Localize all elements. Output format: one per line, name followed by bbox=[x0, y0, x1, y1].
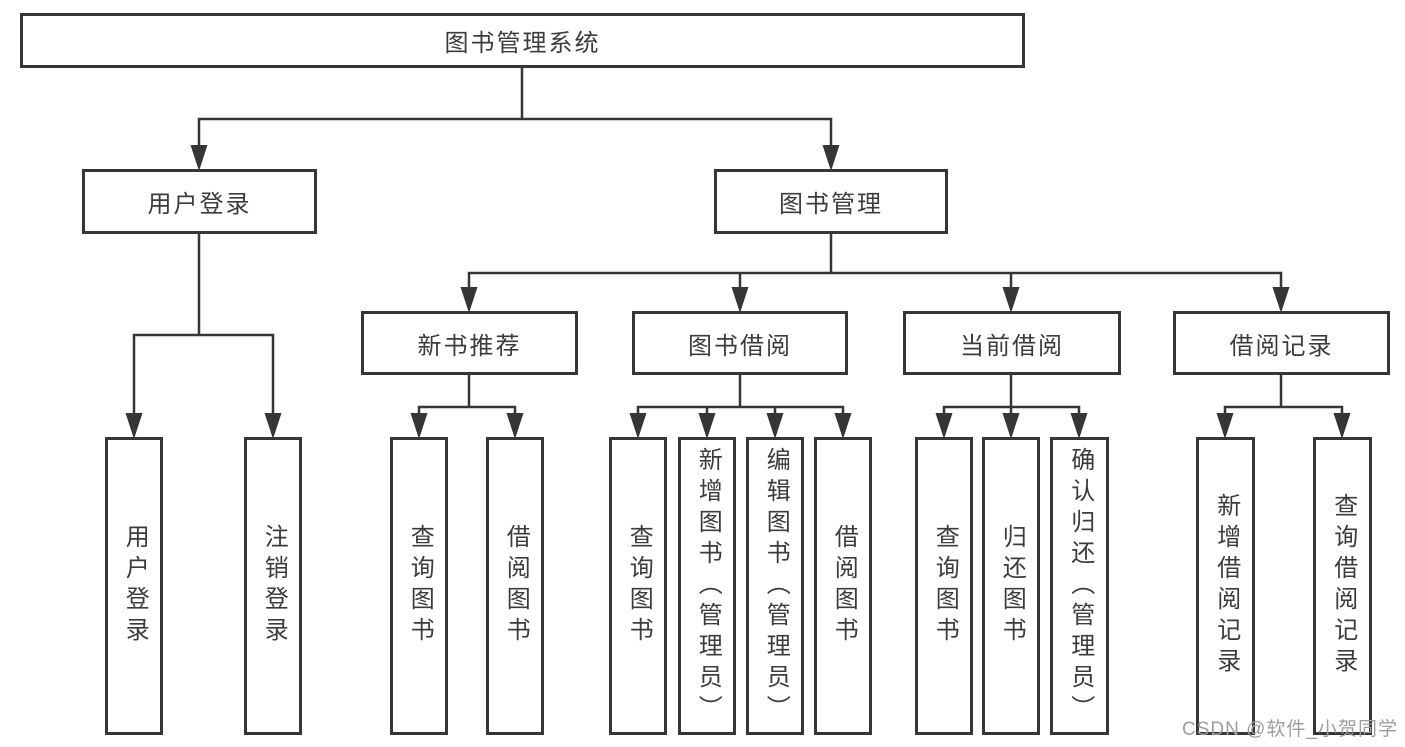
node-book-management-label: 图书管理 bbox=[779, 191, 883, 218]
node-current-borrow: 当前借阅 bbox=[903, 311, 1121, 375]
arrow-down-icon bbox=[1002, 287, 1020, 313]
arrow-down-icon bbox=[125, 413, 143, 439]
arrow-down-icon bbox=[1216, 413, 1234, 439]
leaf-logout-login-label: 注销登录 bbox=[260, 524, 288, 648]
connector-userlogin-leaves bbox=[132, 234, 275, 425]
node-book-management: 图书管理 bbox=[714, 169, 948, 234]
csdn-watermark: CSDN @软件_小贺同学 bbox=[1182, 719, 1398, 740]
arrow-down-icon bbox=[410, 413, 428, 439]
leaf-user-login: 用户登录 bbox=[105, 437, 163, 735]
arrow-down-icon bbox=[822, 145, 840, 171]
leaf-logout-login: 注销登录 bbox=[244, 437, 302, 735]
connector-bookborrow-leaves bbox=[636, 375, 845, 426]
arrow-down-icon bbox=[506, 413, 524, 439]
node-root-label: 图书管理系统 bbox=[444, 30, 601, 57]
leaf-query-books-a-label: 查询图书 bbox=[406, 524, 434, 648]
arrow-down-icon bbox=[935, 413, 953, 439]
arrow-down-icon bbox=[264, 413, 282, 439]
arrow-down-icon bbox=[698, 413, 716, 439]
leaf-return-books: 归还图书 bbox=[982, 437, 1040, 735]
connector-borrowrecord-leaves bbox=[1223, 375, 1344, 426]
arrow-down-icon bbox=[460, 287, 478, 313]
node-new-book-recommend-label: 新书推荐 bbox=[417, 332, 522, 360]
node-borrow-records: 借阅记录 bbox=[1173, 311, 1390, 375]
leaf-edit-book-admin: 编辑图书（管理员） bbox=[746, 437, 804, 735]
arrowheads-leaves bbox=[125, 413, 1351, 439]
leaf-edit-book-admin-label: 编辑图书（管理员） bbox=[762, 446, 790, 726]
leaf-query-books-a: 查询图书 bbox=[390, 437, 448, 735]
node-root: 图书管理系统 bbox=[20, 13, 1025, 68]
node-book-borrow: 图书借阅 bbox=[632, 311, 848, 375]
leaf-return-books-label: 归还图书 bbox=[998, 524, 1026, 648]
connector-bookmgmt-level3 bbox=[467, 234, 1283, 300]
arrow-down-icon bbox=[190, 145, 208, 171]
leaf-query-books-c-label: 查询图书 bbox=[931, 524, 959, 648]
leaf-query-borrow-record: 查询借阅记录 bbox=[1313, 437, 1372, 735]
arrow-down-icon bbox=[1070, 413, 1088, 439]
leaf-confirm-return-admin: 确认归还（管理员） bbox=[1050, 437, 1109, 735]
arrow-down-icon bbox=[766, 413, 784, 439]
node-user-login: 用户登录 bbox=[82, 169, 317, 234]
connector-newbook-leaves bbox=[417, 375, 517, 426]
arrow-down-icon bbox=[1002, 413, 1020, 439]
arrow-down-icon bbox=[731, 287, 749, 313]
connector-root-level2 bbox=[197, 68, 833, 158]
leaf-borrow-books-a-label: 借阅图书 bbox=[502, 524, 530, 648]
leaf-query-books-b: 查询图书 bbox=[609, 437, 667, 735]
leaf-borrow-books-b-label: 借阅图书 bbox=[830, 524, 858, 648]
arrow-down-icon bbox=[834, 413, 852, 439]
node-user-login-label: 用户登录 bbox=[147, 191, 252, 218]
node-current-borrow-label: 当前借阅 bbox=[960, 332, 1064, 360]
leaf-add-borrow-record-label: 新增借阅记录 bbox=[1212, 493, 1240, 679]
leaf-add-borrow-record: 新增借阅记录 bbox=[1196, 437, 1255, 735]
leaf-query-books-c: 查询图书 bbox=[915, 437, 973, 735]
leaf-user-login-label: 用户登录 bbox=[121, 524, 149, 648]
leaf-borrow-books-b: 借阅图书 bbox=[814, 437, 872, 735]
arrow-down-icon bbox=[629, 413, 647, 439]
leaf-borrow-books-a: 借阅图书 bbox=[486, 437, 544, 735]
leaf-add-book-admin: 新增图书（管理员） bbox=[678, 437, 736, 735]
leaf-add-book-admin-label: 新增图书（管理员） bbox=[694, 446, 722, 726]
arrow-down-icon bbox=[1333, 413, 1351, 439]
node-book-borrow-label: 图书借阅 bbox=[688, 332, 792, 360]
arrow-down-icon bbox=[1272, 287, 1290, 313]
node-new-book-recommend: 新书推荐 bbox=[361, 311, 578, 375]
leaf-confirm-return-admin-label: 确认归还（管理员） bbox=[1066, 446, 1094, 726]
arrowheads-level3 bbox=[460, 287, 1290, 313]
leaf-query-borrow-record-label: 查询借阅记录 bbox=[1329, 493, 1357, 679]
leaf-query-books-b-label: 查询图书 bbox=[625, 524, 653, 648]
node-borrow-records-label: 借阅记录 bbox=[1229, 332, 1334, 360]
arrowheads-level2 bbox=[190, 145, 840, 171]
